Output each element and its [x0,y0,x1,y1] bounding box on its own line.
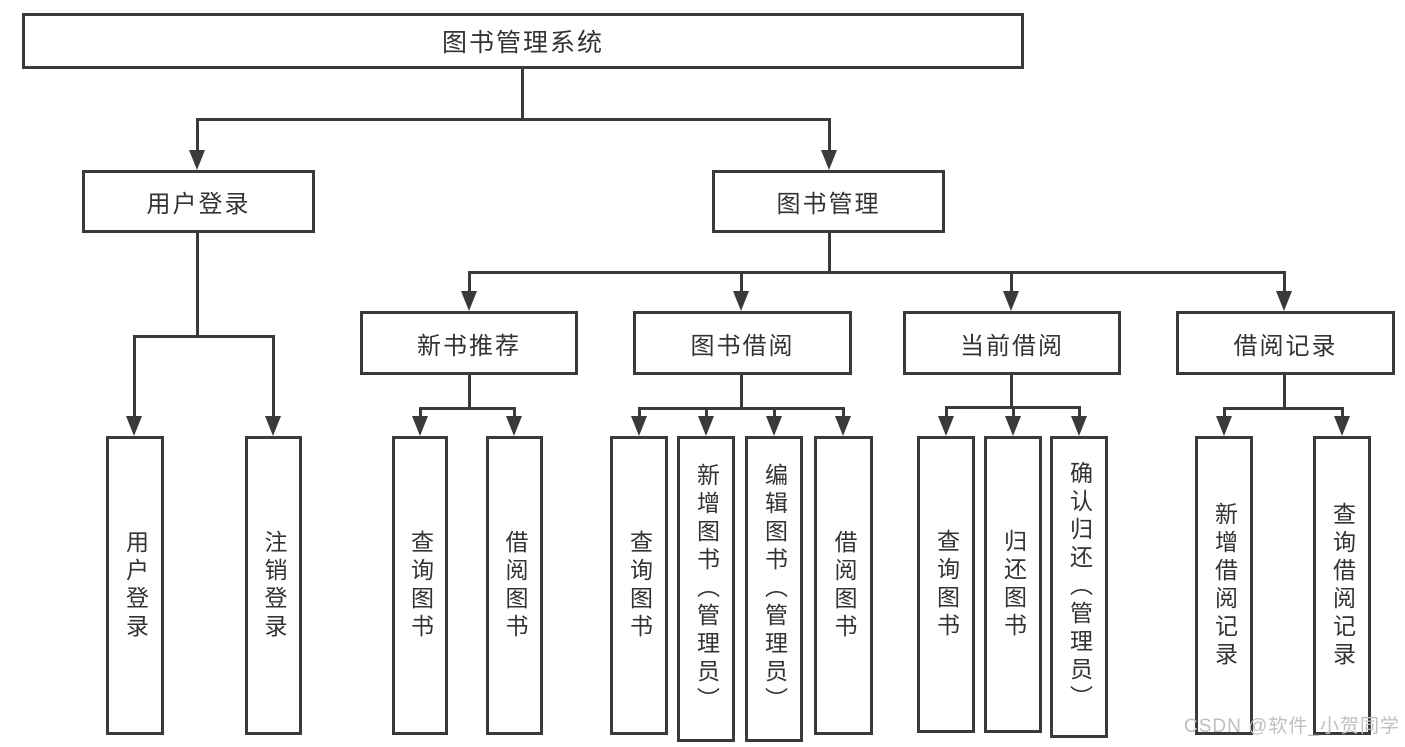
node-book-management: 图书管理 [712,170,945,233]
leaf-confirm-return-admin: 确认归还（管理员） [1050,436,1108,738]
arrow-down-icon [835,416,851,436]
connector-drop-logout-leaf [272,335,275,418]
connector-drop-current-borrow [1010,271,1013,293]
node-book-borrow: 图书借阅 [633,311,852,375]
arrow-down-icon [1334,416,1350,436]
connector-user-login-hline [133,335,275,338]
connector-current-borrow-stem [1010,375,1013,406]
leaf-edit-books-admin: 编辑图书（管理员） [745,436,803,742]
leaf-query-books-current: 查询图书 [917,436,975,733]
leaf-logout: 注销登录 [245,436,302,735]
connector-book-borrow-stem [740,375,743,407]
leaf-user-login: 用户登录 [106,436,164,735]
arrow-down-icon [1071,416,1087,436]
connector-drop [945,406,948,418]
leaf-borrow-books: 借阅图书 [814,436,873,735]
connector-book-borrow-hline [638,407,845,410]
connector-drop [1223,407,1226,418]
arrow-down-icon [506,416,522,436]
arrow-down-icon [766,416,782,436]
node-current-borrow: 当前借阅 [903,311,1121,375]
node-new-book-recommend: 新书推荐 [360,311,578,375]
leaf-query-borrow-record: 查询借阅记录 [1313,436,1371,735]
connector-book-management-stem [828,233,831,271]
connector-drop-borrow-records [1283,271,1286,293]
arrow-down-icon [938,416,954,436]
connector-user-login-stem [196,233,199,335]
connector-borrow-records-stem [1283,375,1286,407]
connector-drop [773,407,776,418]
connector-drop-book-borrow [740,271,743,293]
connector-drop-user-login-leaf [133,335,136,418]
node-user-login: 用户登录 [82,170,315,233]
node-borrow-records: 借阅记录 [1176,311,1395,375]
arrow-down-icon [126,416,142,436]
connector-drop [638,407,641,418]
arrow-down-icon [1216,416,1232,436]
arrow-down-icon [412,416,428,436]
connector-drop [419,407,422,418]
connector-new-book-hline [419,407,516,410]
arrow-down-icon [698,416,714,436]
arrow-down-icon [1276,291,1292,311]
leaf-return-books: 归还图书 [984,436,1042,733]
connector-drop [1341,407,1344,418]
connector-level2-hline [196,118,831,121]
leaf-query-books-recommend: 查询图书 [392,436,448,735]
arrow-down-icon [631,416,647,436]
connector-new-book-stem [468,375,471,407]
connector-drop [705,407,708,418]
arrow-down-icon [1005,416,1021,436]
leaf-query-books-borrow: 查询图书 [610,436,668,735]
arrow-down-icon [265,416,281,436]
connector-drop-user-login [196,118,199,152]
node-root-library-system: 图书管理系统 [22,13,1024,69]
arrow-down-icon [1003,291,1019,311]
connector-drop [1012,406,1015,418]
connector-drop [842,407,845,418]
leaf-borrow-books-recommend: 借阅图书 [486,436,543,735]
arrow-down-icon [821,150,837,170]
connector-root-stem [521,69,524,118]
connector-drop-book-management [828,118,831,152]
connector-borrow-records-hline [1223,407,1344,410]
leaf-add-borrow-record: 新增借阅记录 [1195,436,1253,735]
arrow-down-icon [189,150,205,170]
arrow-down-icon [733,291,749,311]
csdn-watermark: CSDN @软件_小贺同学 [1184,716,1400,737]
connector-level3-hline [468,271,1286,274]
connector-drop [1078,406,1081,418]
connector-drop [513,407,516,418]
arrow-down-icon [461,291,477,311]
connector-drop-new-book [468,271,471,293]
leaf-add-books-admin: 新增图书（管理员） [677,436,735,742]
